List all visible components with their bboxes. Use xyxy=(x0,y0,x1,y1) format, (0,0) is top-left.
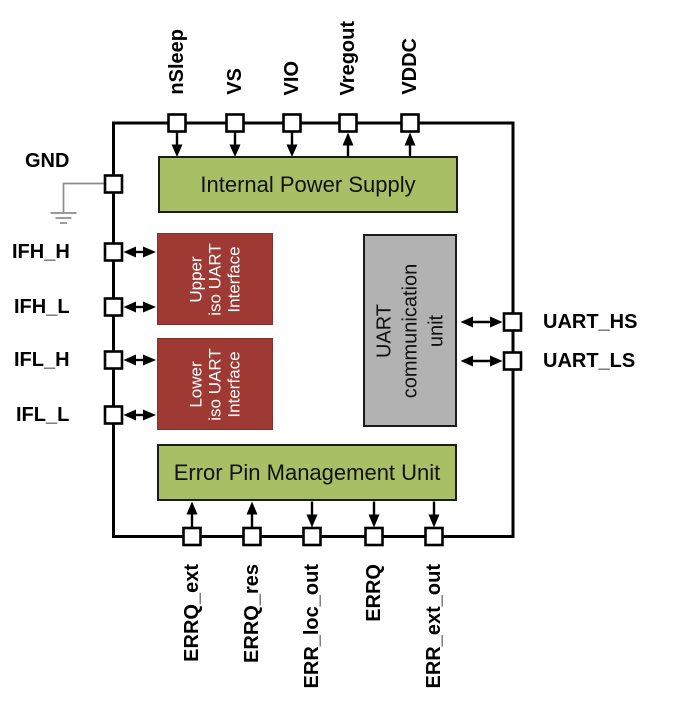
pin-gnd xyxy=(103,174,124,194)
pin-label-errq-res: ERRQ_res xyxy=(241,564,263,663)
pin-err-loc-out xyxy=(302,501,322,547)
lower-iso-uart-interface-block: Lower iso UART Interface xyxy=(157,338,273,430)
pin-vs xyxy=(225,113,245,157)
pin-label-gnd: GND xyxy=(25,150,70,172)
lower-iso-uart-interface-label: Lower iso UART Interface xyxy=(186,347,244,421)
internal-power-supply-block: Internal Power Supply xyxy=(158,156,458,213)
pin-label-errq: ERRQ xyxy=(363,564,385,622)
pin-uart-hs xyxy=(460,312,523,332)
uart-communication-unit-block: UART communication unit xyxy=(363,234,457,427)
upper-iso-uart-interface-block: Upper iso UART Interface xyxy=(157,233,273,325)
pin-nsleep xyxy=(167,113,187,157)
pin-label-vs: VS xyxy=(224,68,246,95)
pin-vddc xyxy=(400,113,420,156)
uart-communication-unit-label: UART communication unit xyxy=(373,263,448,398)
pin-label-vddc: VDDC xyxy=(399,38,421,95)
error-pin-management-unit-block: Error Pin Management Unit xyxy=(157,444,457,501)
pin-label-err-ext-out: ERR_ext_out xyxy=(423,564,445,689)
pin-uart-ls xyxy=(460,351,523,371)
upper-iso-uart-interface-label: Upper iso UART Interface xyxy=(186,242,244,316)
pin-label-vregout: Vregout xyxy=(337,20,359,95)
pin-label-errq-ext: ERRQ_ext xyxy=(181,564,203,662)
pin-ifl-l xyxy=(103,405,156,425)
internal-power-supply-label: Internal Power Supply xyxy=(200,171,416,197)
pin-err-ext-out xyxy=(424,501,444,547)
pin-label-ifl-l: IFL_L xyxy=(16,404,70,426)
error-pin-management-unit-label: Error Pin Management Unit xyxy=(173,459,441,485)
pin-vregout xyxy=(338,113,358,156)
pin-label-vio: VIO xyxy=(281,60,303,95)
pin-label-err-loc-out: ERR_loc_out xyxy=(301,564,323,689)
pin-label-uart-ls: UART_LS xyxy=(543,350,636,372)
pin-ifh-h xyxy=(103,242,156,262)
pin-label-nsleep: nSleep xyxy=(166,29,188,95)
pin-label-ifh-l: IFH_L xyxy=(14,296,70,318)
pin-ifl-h xyxy=(103,350,156,370)
ground-symbol xyxy=(50,182,105,224)
pin-label-ifl-h: IFL_H xyxy=(14,349,70,371)
pin-label-uart-hs: UART_HS xyxy=(543,311,638,333)
pin-vio xyxy=(282,113,302,157)
pin-errq xyxy=(364,501,384,547)
pin-label-ifh-h: IFH_H xyxy=(12,241,70,263)
pin-ifh-l xyxy=(103,297,156,317)
pin-errq-res xyxy=(242,501,262,547)
pin-errq-ext xyxy=(182,501,202,547)
